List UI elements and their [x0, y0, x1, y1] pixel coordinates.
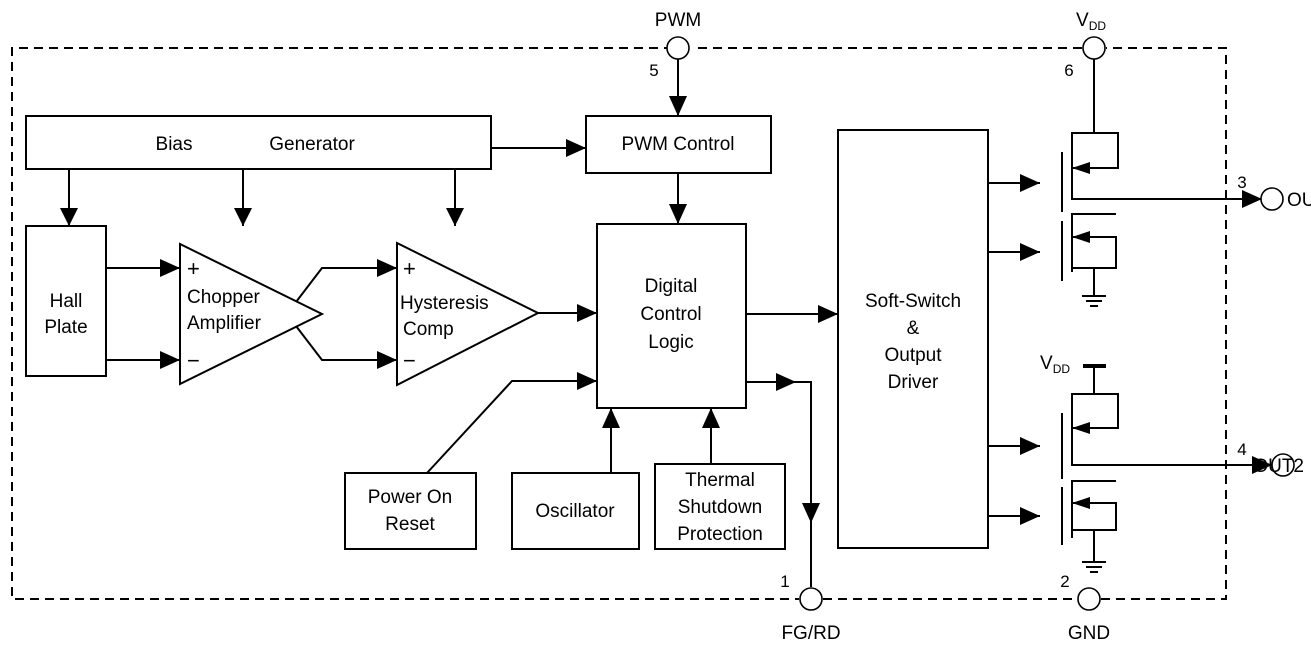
pwm-control-block: [585, 115, 772, 174]
driver-label-line4: Driver: [888, 372, 939, 393]
hysteresis-minus-sign: −: [403, 348, 416, 373]
bias-label-word1: Bias: [156, 134, 193, 155]
driver-gate4-arrow: [1020, 507, 1040, 525]
logic-label-line2: Control: [640, 304, 701, 325]
thermal-shutdown-block: [654, 463, 786, 550]
thermal-to-logic-arrow: [702, 408, 720, 428]
por-to-logic-arrow: [577, 372, 597, 390]
hysteresis-plus-sign: +: [403, 256, 416, 281]
bias-label-word2: Generator: [269, 134, 355, 155]
logic-to-fgrd-arrow-v: [802, 503, 820, 523]
driver-gate3-arrow: [1020, 437, 1040, 455]
driver-gate1-arrow: [1020, 174, 1040, 192]
oscillator-label: Oscillator: [535, 501, 615, 522]
gnd-pin-name: GND: [1068, 623, 1110, 644]
gnd-pin-number: 2: [1060, 572, 1069, 591]
thermal-label-line2: Shutdown: [678, 497, 763, 518]
hall-label-line1: Hall: [50, 291, 83, 312]
por-label-line1: Power On: [368, 487, 452, 508]
pwm-pin: [666, 36, 690, 60]
logic-to-fgrd-arrow-h: [776, 373, 796, 391]
bias-to-hysteresis-arrow: [446, 208, 464, 226]
pwmctrl-to-logic-arrow: [669, 204, 687, 224]
fgrd-pin: [799, 587, 823, 611]
chopper-label-line1: Chopper: [187, 287, 261, 308]
pwm-control-label: PWM Control: [622, 134, 735, 155]
fgrd-pin-name: FG/RD: [781, 623, 840, 644]
fgrd-pin-number: 1: [780, 572, 789, 591]
chopper-label-line2: Amplifier: [187, 313, 262, 334]
hyst-to-logic-arrow: [577, 304, 597, 322]
hall-to-chopper-minus-arrow: [160, 351, 180, 369]
out1-pin-number: 3: [1237, 173, 1246, 192]
pwm-pin-name: PWM: [655, 10, 701, 31]
logic-label-line1: Digital: [645, 276, 698, 297]
por-label-line2: Reset: [385, 514, 435, 535]
power-on-reset-block: [344, 472, 477, 550]
out2-pin-name: OUT2: [1253, 456, 1304, 477]
hall-to-chopper-plus-arrow: [160, 259, 180, 277]
digital-control-logic-block: [596, 223, 747, 409]
logic-to-driver-arrow: [818, 305, 838, 323]
out1-pin-name: OUT1: [1287, 190, 1311, 211]
chopper-minus-sign: −: [187, 348, 200, 373]
vdd-pin-name: VDD: [1076, 10, 1106, 33]
chopper-amplifier-triangle: [179, 242, 325, 386]
output-stage-1: [1061, 59, 1262, 307]
thermal-label-line1: Thermal: [685, 470, 755, 491]
chopper-to-hyst-plus-wire: [295, 267, 397, 303]
vdd-pin-number: 6: [1064, 61, 1073, 80]
bias-to-pwmctrl-arrow: [566, 139, 586, 157]
osc-to-logic-arrow: [602, 408, 620, 428]
chopper-to-hyst-minus-wire: [295, 325, 397, 361]
hall-plate-block: [25, 225, 107, 377]
driver-label-line1: Soft-Switch: [865, 291, 961, 312]
pwm-pin-arrow: [669, 96, 687, 116]
chopper-to-hyst-plus-arrow: [377, 259, 397, 277]
thermal-label-line3: Protection: [677, 524, 763, 545]
driver-gate2-arrow: [1020, 243, 1040, 261]
out2-pin-number: 4: [1237, 440, 1246, 459]
por-to-logic-wire: [426, 380, 597, 474]
output-stage-2: [1061, 364, 1272, 573]
bias-to-hall-arrow: [60, 208, 78, 226]
gnd-pin: [1077, 587, 1101, 611]
out1-pin: [1260, 187, 1284, 211]
vdd-pin: [1082, 36, 1106, 60]
bias-generator-block: [25, 115, 492, 170]
hysteresis-label-line1: Hysteresis: [400, 293, 489, 314]
hysteresis-label-line2: Comp: [403, 319, 454, 340]
oscillator-block: [511, 472, 640, 550]
chip-boundary: [11, 47, 1227, 600]
output-driver-block: [837, 129, 989, 549]
logic-label-line3: Logic: [648, 332, 693, 353]
chopper-plus-sign: +: [187, 256, 200, 281]
driver-label-line2: &: [907, 318, 920, 339]
chopper-to-hyst-minus-arrow: [377, 351, 397, 369]
pwm-pin-number: 5: [649, 61, 658, 80]
driver-label-line3: Output: [884, 345, 942, 366]
hall-label-line2: Plate: [44, 317, 87, 338]
hysteresis-comparator-triangle: [396, 241, 541, 387]
vdd2-label: VDD: [1040, 353, 1070, 376]
bias-to-chopper-arrow: [234, 208, 252, 226]
out2-pin: [1271, 453, 1295, 477]
